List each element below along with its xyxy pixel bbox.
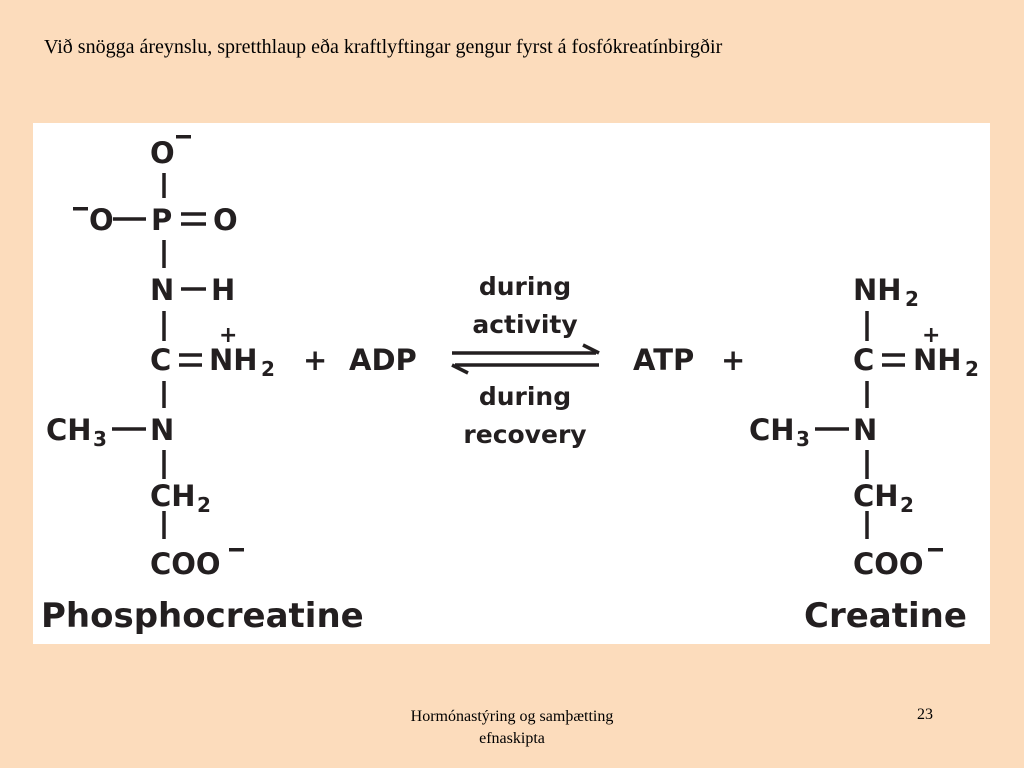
positive-charge: +	[219, 323, 237, 348]
negative-charge-coo	[229, 548, 244, 552]
subscript-nh2-top-2: 2	[905, 287, 919, 311]
reaction-diagram: O O P O N H C NH 2 + CH 3 N CH 2	[41, 135, 979, 636]
phosphocreatine-structure: O O P O N H C NH 2 + CH 3 N CH 2	[41, 135, 364, 636]
group-coo: COO	[853, 547, 924, 581]
equilibrium-arrows	[451, 343, 600, 375]
footer-line-2: efnaskipta	[479, 730, 545, 747]
slide-title: Við snögga áreynslu, spretthlaup eða kra…	[44, 36, 723, 58]
plus-sign-left: +	[303, 343, 327, 377]
forward-label-activity: activity	[472, 310, 577, 339]
atom-c: C	[150, 343, 171, 377]
creatine-structure: NH 2 C NH 2 + CH 3 N CH 2 COO Creatine	[749, 273, 979, 636]
footer-line-1: Hormónastýring og samþætting	[410, 708, 614, 725]
reverse-arrow-head	[451, 363, 469, 375]
atom-nh: NH	[209, 343, 258, 377]
atom-p: P	[151, 203, 172, 237]
reverse-label-recovery: recovery	[463, 420, 586, 449]
subscript-ch3-3: 3	[93, 427, 107, 451]
positive-charge: +	[922, 323, 940, 348]
footer-text: Hormónastýring og samþætting efnaskipta	[362, 706, 662, 750]
atom-n: N	[853, 413, 877, 447]
group-coo: COO	[150, 547, 221, 581]
reaction-scheme: O O P O N H C NH 2 + CH 3 N CH 2	[41, 135, 979, 636]
atom-ch2: CH	[853, 479, 899, 513]
atom-o-left: O	[89, 203, 114, 237]
atom-ch3: CH	[46, 413, 92, 447]
structure-atoms: O O P O N H C NH 2 + CH 3 N CH 2	[46, 135, 275, 581]
adp-label: ADP	[349, 343, 417, 377]
atom-o-right: O	[213, 203, 238, 237]
negative-charge-o-top	[176, 135, 191, 139]
subscript-ch3-3: 3	[796, 427, 810, 451]
subscript-ch2-2: 2	[900, 493, 914, 517]
negative-charge-coo	[928, 548, 943, 552]
plus-sign-right: +	[721, 343, 745, 377]
atom-ch2: CH	[150, 479, 196, 513]
atom-n-upper: N	[150, 273, 174, 307]
forward-label-during: during	[479, 272, 571, 301]
reaction-diagram-panel: O O P O N H C NH 2 + CH 3 N CH 2	[33, 123, 990, 644]
atom-nh: NH	[913, 343, 962, 377]
structure-bonds	[112, 173, 206, 539]
atom-n-lower: N	[150, 413, 174, 447]
subscript-ch2-2: 2	[197, 493, 211, 517]
atom-ch3: CH	[749, 413, 795, 447]
atom-h: H	[211, 273, 235, 307]
structure-bonds	[815, 311, 905, 539]
atom-o-top: O	[150, 136, 175, 170]
subscript-nh-2: 2	[261, 357, 275, 381]
reverse-label-during: during	[479, 382, 571, 411]
negative-charge-o-left	[73, 207, 88, 211]
forward-arrow-head	[582, 343, 600, 355]
page-number: 23	[917, 706, 933, 723]
atom-nh2-top: NH	[853, 273, 902, 307]
atom-c: C	[853, 343, 874, 377]
subscript-nh-2: 2	[965, 357, 979, 381]
structure-atoms: NH 2 C NH 2 + CH 3 N CH 2 COO	[749, 273, 979, 581]
molecule-label-creatine: Creatine	[804, 596, 967, 636]
molecule-label-phosphocreatine: Phosphocreatine	[41, 596, 364, 636]
atp-label: ATP	[633, 343, 694, 377]
